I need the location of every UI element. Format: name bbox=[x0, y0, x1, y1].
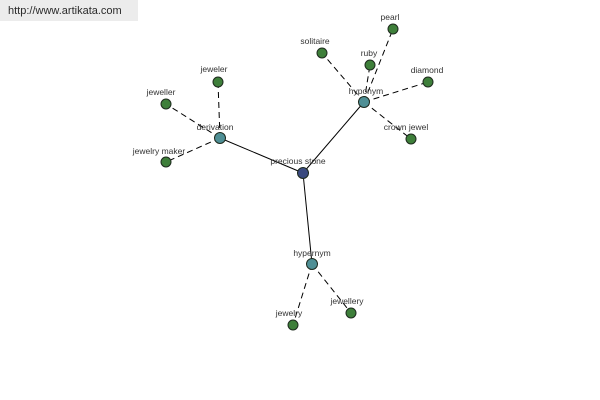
node-jewelry[interactable]: jewelry bbox=[275, 308, 303, 331]
node-jeweler[interactable]: jeweler bbox=[200, 64, 228, 88]
node-dot-jewelry[interactable] bbox=[287, 319, 299, 331]
node-dot-crown-jewel[interactable] bbox=[405, 133, 417, 145]
node-root[interactable]: precious stone bbox=[270, 156, 326, 179]
node-rel-hyper[interactable]: hypernym bbox=[293, 248, 331, 270]
node-label-root: precious stone bbox=[270, 156, 326, 166]
edge-root-to-rel-hypo bbox=[302, 101, 365, 174]
node-label-crown-jewel: crown jewel bbox=[384, 122, 429, 132]
node-jewellery[interactable]: jewellery bbox=[329, 296, 364, 319]
edge-root-to-rel-deriv bbox=[219, 137, 304, 174]
node-label-jeweler: jeweler bbox=[200, 64, 228, 74]
node-dot-ruby[interactable] bbox=[364, 59, 376, 71]
node-label-rel-deriv: derivation bbox=[197, 122, 234, 132]
edge-rel-hypo-to-solitaire bbox=[321, 52, 365, 103]
edge-rel-hypo-to-ruby bbox=[363, 64, 371, 103]
node-diamond[interactable]: diamond bbox=[411, 65, 444, 88]
node-label-pearl: pearl bbox=[381, 12, 400, 22]
node-crown-jewel[interactable]: crown jewel bbox=[384, 122, 429, 145]
node-dot-diamond[interactable] bbox=[422, 76, 434, 88]
edge-rel-deriv-to-jeweller bbox=[165, 103, 221, 139]
node-dot-rel-deriv[interactable] bbox=[214, 132, 226, 144]
node-solitaire[interactable]: solitaire bbox=[300, 36, 330, 59]
node-dot-jewelry-maker[interactable] bbox=[160, 156, 172, 168]
edges-layer bbox=[165, 28, 429, 326]
node-label-diamond: diamond bbox=[411, 65, 444, 75]
node-ruby[interactable]: ruby bbox=[361, 48, 378, 71]
node-dot-rel-hypo[interactable] bbox=[358, 96, 370, 108]
edge-rel-hyper-to-jewelry bbox=[292, 263, 313, 326]
edge-rel-hypo-to-pearl bbox=[363, 28, 394, 103]
node-label-solitaire: solitaire bbox=[300, 36, 330, 46]
node-dot-root[interactable] bbox=[297, 167, 309, 179]
node-dot-rel-hyper[interactable] bbox=[306, 258, 318, 270]
source-url-link[interactable]: http://www.artikata.com bbox=[8, 5, 122, 17]
node-rel-deriv[interactable]: derivation bbox=[197, 122, 234, 144]
edge-rel-hypo-to-crown-jewel bbox=[363, 101, 412, 140]
node-label-jeweller: jeweller bbox=[146, 87, 176, 97]
node-label-rel-hyper: hypernym bbox=[293, 248, 330, 258]
node-label-jewelry: jewelry bbox=[275, 308, 303, 318]
node-dot-jeweller[interactable] bbox=[160, 98, 172, 110]
edge-rel-hyper-to-jewellery bbox=[311, 263, 352, 314]
node-rel-hypo[interactable]: hyponym bbox=[349, 86, 384, 108]
node-label-jewelry-maker: jewelry maker bbox=[132, 146, 186, 156]
node-dot-jeweler[interactable] bbox=[212, 76, 224, 88]
node-dot-jewellery[interactable] bbox=[345, 307, 357, 319]
node-dot-pearl[interactable] bbox=[387, 23, 399, 35]
node-dot-solitaire[interactable] bbox=[316, 47, 328, 59]
source-banner: http://www.artikata.com bbox=[0, 0, 138, 21]
node-label-rel-hypo: hyponym bbox=[349, 86, 384, 96]
node-jeweller[interactable]: jeweller bbox=[146, 87, 176, 110]
node-label-ruby: ruby bbox=[361, 48, 378, 58]
edge-root-to-rel-hyper bbox=[302, 172, 313, 265]
nodes-layer: precious stone derivation hyponym hypernym j… bbox=[132, 12, 444, 331]
edge-rel-hypo-to-diamond bbox=[363, 81, 429, 103]
node-pearl[interactable]: pearl bbox=[381, 12, 400, 35]
node-label-jewellery: jewellery bbox=[329, 296, 364, 306]
node-jewelry-maker[interactable]: jewelry maker bbox=[132, 146, 186, 168]
